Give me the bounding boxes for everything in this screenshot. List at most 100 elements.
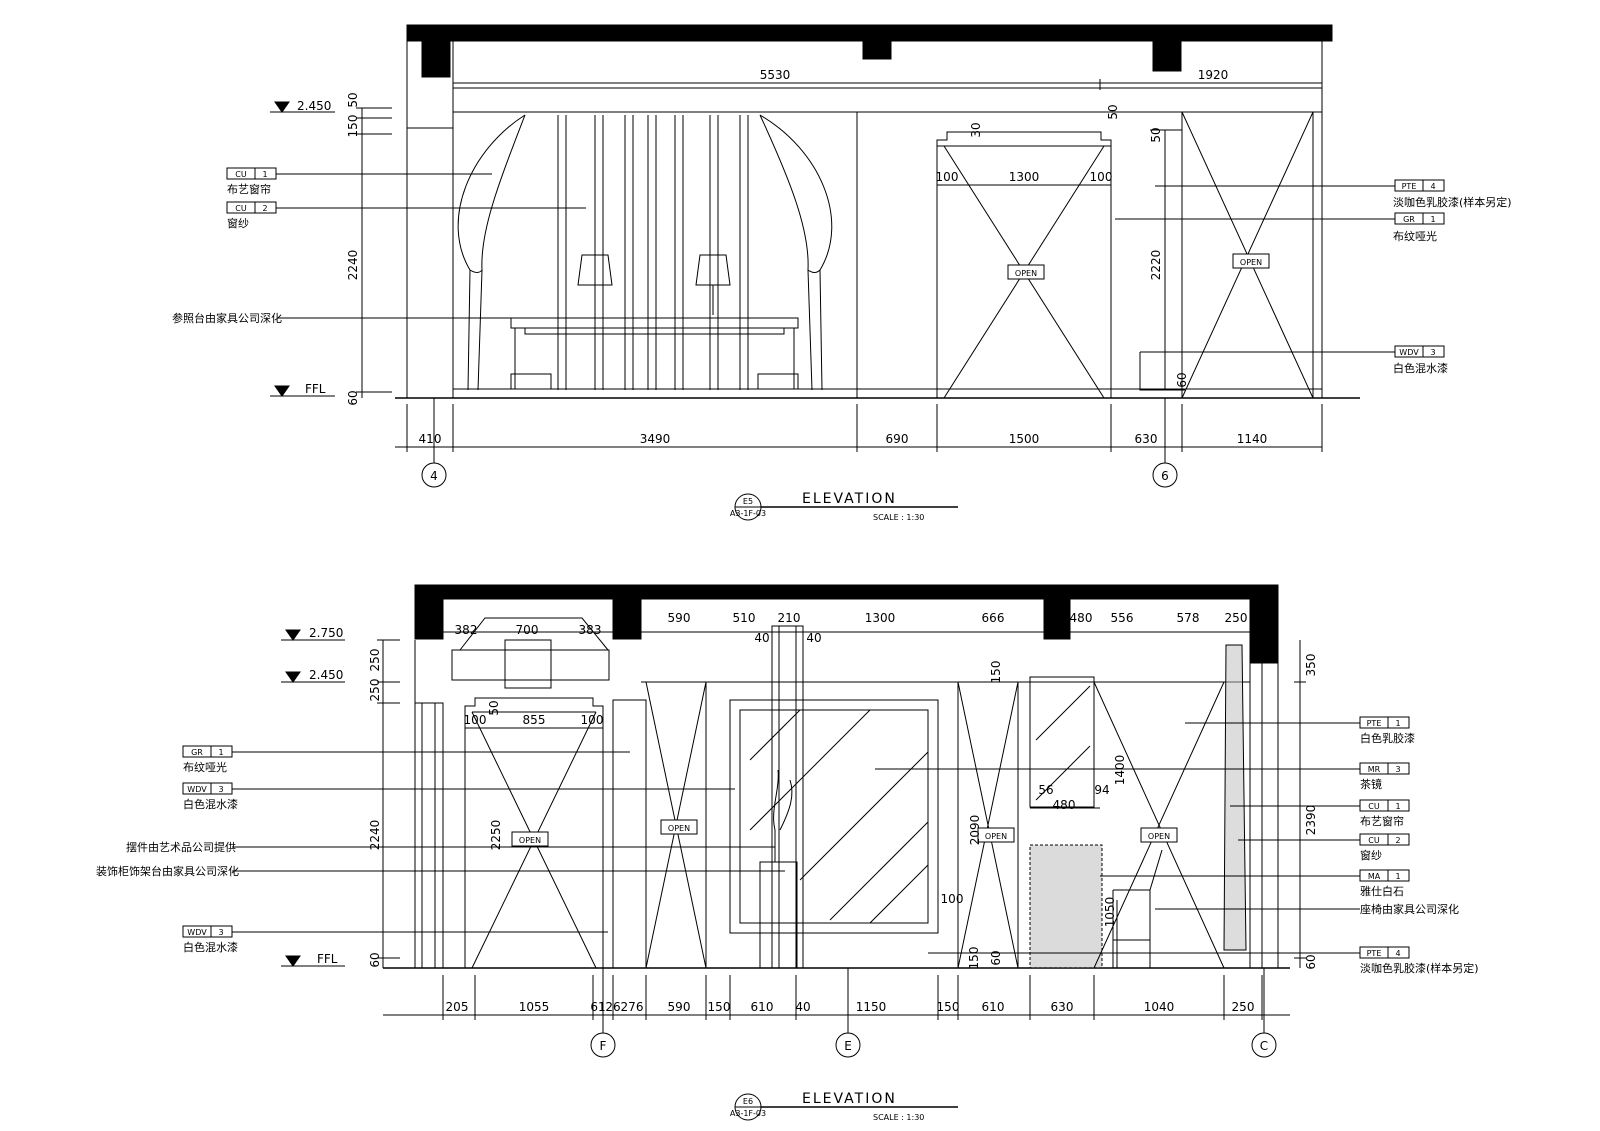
- top-right-tag-3-text: 白色混水漆: [1393, 361, 1448, 375]
- bottom-mirror-column: [771, 625, 804, 969]
- top-left-dim-60: 60: [346, 390, 360, 405]
- top-right-tag-1-text: 淡咖色乳胶漆(样本另定): [1393, 195, 1512, 209]
- bottom-left-dim-250a: 250: [368, 649, 382, 672]
- bottom-right-tag-3-num: 1: [1395, 802, 1400, 811]
- bottom-left-tag-1-text: 布纹哑光: [183, 760, 227, 774]
- top-console-table: [510, 317, 799, 390]
- bottom-right-tag-1-code: PTE: [1367, 719, 1382, 728]
- top-right-tag-2-num: 1: [1430, 215, 1435, 224]
- bottom-dim-250: 250: [1232, 1000, 1255, 1014]
- top-bottom-dim-690: 690: [886, 432, 909, 446]
- bottom-dim-630: 630: [1051, 1000, 1074, 1014]
- bottom-right-tag-7-code: PTE: [1367, 949, 1382, 958]
- top-right-tag-3-num: 3: [1430, 348, 1435, 357]
- bottom-beam-left: [414, 598, 444, 640]
- bottom-top-dim-480: 480: [1070, 611, 1093, 625]
- top-left-tag-1-code: CU: [235, 170, 247, 179]
- bottom-elevation: OPEN OPEN: [96, 584, 1479, 1122]
- bottom-dim-26: 26: [605, 1000, 620, 1014]
- bottom-right-tag-4-code: CU: [1368, 836, 1380, 845]
- bottom-curtain-right: [1223, 644, 1247, 951]
- bottom-dim-276: 276: [621, 1000, 644, 1014]
- top-level-ffl: [270, 385, 335, 397]
- bottom-left-callout-5: [182, 925, 608, 938]
- bottom-chair: [1112, 849, 1163, 968]
- bottom-right-tag-2-code: MR: [1368, 765, 1381, 774]
- bottom-grid-mark-e-text: E: [844, 1039, 852, 1053]
- bottom-left-tag-1-num: 1: [218, 748, 223, 757]
- bottom-left-tag-1-code: GR: [191, 748, 203, 757]
- bottom-top-dim-556: 556: [1111, 611, 1134, 625]
- bottom-inner-dim-480: 480: [1053, 798, 1076, 812]
- top-level-2450: [270, 101, 335, 113]
- bottom-grid-mark-e: [835, 1032, 861, 1058]
- bottom-top-dim-250: 250: [1225, 611, 1248, 625]
- bottom-right-dim-350: 350: [1304, 654, 1318, 677]
- bottom-grid-mark-c: [1251, 1032, 1277, 1058]
- bottom-right-tag-1-text: 白色乳胶漆: [1360, 731, 1415, 745]
- top-bottom-dim-410: 410: [419, 432, 442, 446]
- bottom-inner-dim-94: 94: [1094, 783, 1109, 797]
- top-elevation: OPEN OPEN 5530 1920 410 3490 690 1500 63…: [172, 24, 1512, 522]
- bottom-left-note-1: 摆件由艺术品公司提供: [126, 840, 236, 854]
- top-ceiling-slab: [406, 24, 1333, 42]
- top-beam-mid: [862, 40, 892, 60]
- top-left-column: [406, 127, 454, 399]
- top-right-callout-3: [1140, 345, 1445, 358]
- bottom-left-tag-2-text: 白色混水漆: [183, 797, 238, 811]
- bottom-column-2: [612, 699, 647, 969]
- top-left-tag-1-num: 1: [262, 170, 267, 179]
- top-left-tag-1-text: 布艺窗帘: [227, 182, 271, 196]
- top-left-note: 参照台由家具公司深化: [172, 311, 282, 325]
- bottom-right-callout-7: [928, 946, 1410, 959]
- top-bottom-dim-1140: 1140: [1237, 432, 1268, 446]
- top-level-2450-text: 2.450: [297, 99, 331, 113]
- top-right-tag-2-code: GR: [1403, 215, 1415, 224]
- top-level-ffl-text: FFL: [305, 382, 326, 396]
- top-right-callout-2: [1115, 212, 1445, 225]
- bottom-inner-dim-40b: 40: [806, 631, 821, 645]
- bottom-level-2450: [281, 671, 345, 683]
- top-inner-dim-60: 60: [1175, 372, 1189, 387]
- bottom-left-tag-2-code: WDV: [187, 785, 207, 794]
- bottom-inner-dim-60b: 60: [989, 950, 1003, 965]
- bottom-dim-610a: 610: [751, 1000, 774, 1014]
- top-left-tag-2-text: 窗纱: [227, 216, 249, 230]
- bottom-inner-dim-50: 50: [487, 700, 501, 715]
- bottom-top-dim-700: 700: [516, 623, 539, 637]
- bottom-mirror-strip: [1029, 676, 1095, 808]
- bottom-inner-dim-100: 100: [941, 892, 964, 906]
- top-inner-dim-30: 30: [969, 122, 983, 137]
- bottom-left-dim-2240: 2240: [368, 820, 382, 851]
- bottom-right-note-6: 座椅由家具公司深化: [1360, 902, 1459, 916]
- top-curtain-right: [759, 114, 833, 391]
- top-elevation-title: ELEVATION: [802, 491, 897, 507]
- bottom-top-dim-382: 382: [455, 623, 478, 637]
- bottom-top-dim-1300: 1300: [865, 611, 896, 625]
- bottom-left-column: [414, 702, 444, 969]
- bottom-mirror-frame: [729, 699, 939, 934]
- bottom-inner-dim-56: 56: [1038, 783, 1053, 797]
- bottom-dim-40: 40: [795, 1000, 810, 1014]
- bottom-left-dim-250b: 250: [368, 679, 382, 702]
- bottom-level-2750: [281, 629, 345, 641]
- top-door-1-label: OPEN: [1015, 269, 1037, 278]
- bottom-right-tag-3-text: 布艺窗帘: [1360, 814, 1404, 828]
- bottom-grid-mark-c-text: C: [1260, 1039, 1268, 1053]
- bottom-top-dim-590: 590: [668, 611, 691, 625]
- bottom-inner-dim-100b: 100: [581, 713, 604, 727]
- bottom-level-ffl: [281, 955, 345, 967]
- bottom-range-hood: [451, 617, 610, 689]
- bottom-inner-dim-150b: 150: [967, 947, 981, 970]
- top-inner-dim-50a: 50: [1106, 104, 1120, 119]
- bottom-top-dim-578: 578: [1177, 611, 1200, 625]
- top-beam-left: [421, 40, 451, 78]
- bottom-right-callout-1: [1185, 716, 1410, 729]
- bottom-right-tag-5-text: 雅仕白石: [1360, 884, 1404, 898]
- bottom-top-dim-666: 666: [982, 611, 1005, 625]
- bottom-right-tag-3-code: CU: [1368, 802, 1380, 811]
- bottom-door-4-label: OPEN: [1148, 832, 1170, 841]
- bottom-grid-mark-f-text: F: [600, 1039, 607, 1053]
- top-inner-dim-100b: 100: [1090, 170, 1113, 184]
- bottom-right-tag-1-num: 1: [1395, 719, 1400, 728]
